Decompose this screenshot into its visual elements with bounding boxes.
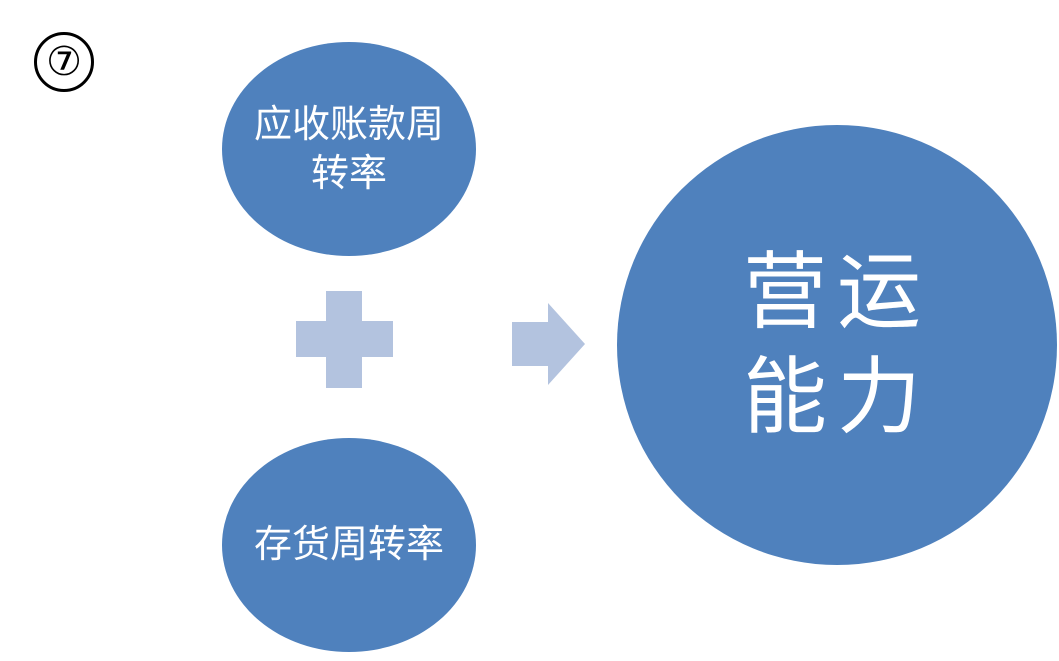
arrow-right-shape <box>512 303 585 385</box>
node-inventory-turnover: 存货周转率 <box>222 438 476 652</box>
node-receivables-turnover: 应收账款周转率 <box>222 42 476 256</box>
plus-icon <box>296 291 393 388</box>
operating-capability-line-2: 能力 <box>742 348 931 446</box>
node-operating-capability: 营运 能力 <box>617 125 1057 565</box>
operating-capability-line-1: 营运 <box>742 243 931 341</box>
arrow-right-icon <box>512 303 585 385</box>
plus-icon-vertical-bar <box>326 291 362 388</box>
operating-capability-text: 营运 能力 <box>743 240 931 450</box>
circled-number-marker: ⑦ <box>34 32 94 92</box>
node-inventory-turnover-label: 存货周转率 <box>253 522 444 567</box>
marker-label: ⑦ <box>46 39 82 85</box>
node-receivables-turnover-label: 应收账款周转率 <box>253 101 444 195</box>
